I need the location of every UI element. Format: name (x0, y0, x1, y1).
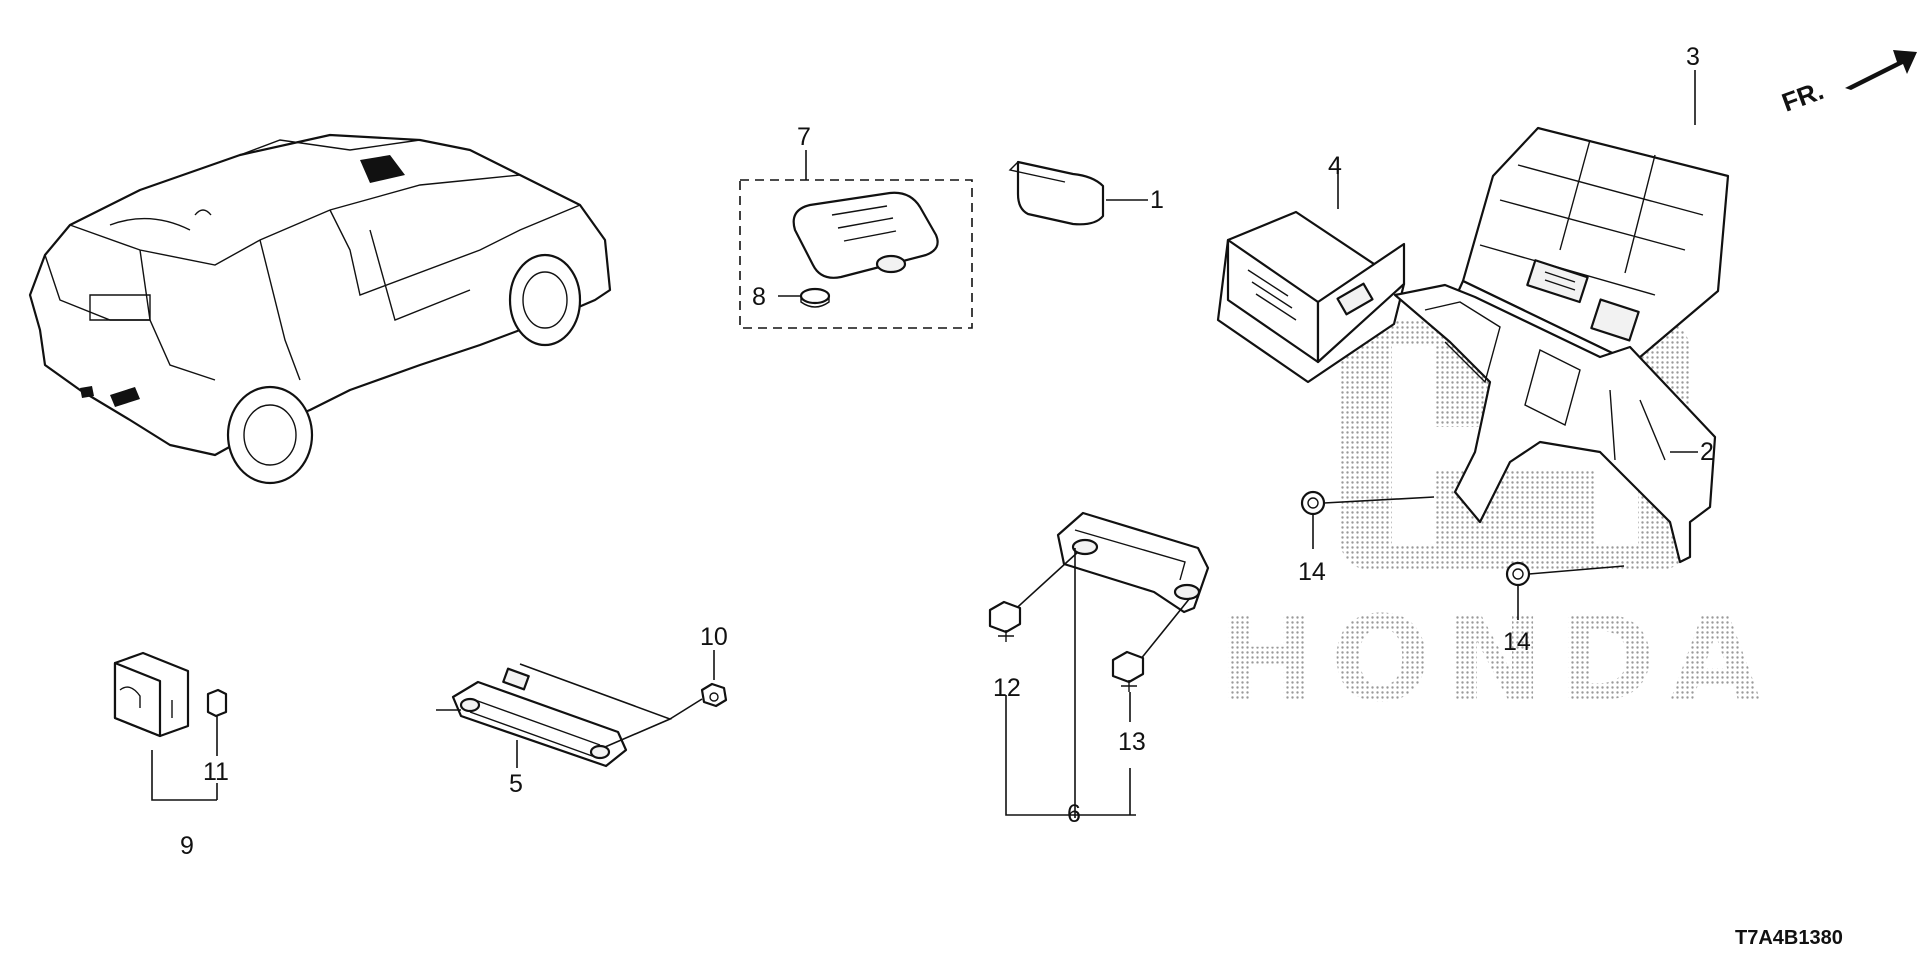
vehicle-illustration (28, 133, 612, 485)
callout-7: 7 (797, 123, 811, 151)
callout-11: 11 (203, 758, 229, 786)
keyless-remote-group (739, 150, 973, 329)
clip-12 (988, 600, 1136, 816)
mounting-bracket (1393, 283, 1717, 564)
front-direction-indicator: FR. (1778, 50, 1917, 118)
callout-14-left: 14 (1298, 558, 1326, 586)
relay-clip (206, 688, 228, 800)
honda-wordmark: HONDA (1218, 590, 1775, 728)
flange-bolt-left (1300, 490, 1435, 549)
keyless-remote-fob (792, 191, 939, 279)
hex-nut (669, 650, 728, 720)
callout-6: 6 (1067, 800, 1081, 828)
callout-1: 1 (1150, 186, 1164, 214)
relay-unit (113, 651, 217, 801)
callout-14-right: 14 (1503, 628, 1531, 656)
callout-9: 9 (180, 832, 194, 860)
callout-8: 8 (752, 283, 766, 311)
antenna-bar (436, 663, 673, 768)
front-label: FR. (1778, 75, 1828, 118)
callout-12: 12 (993, 674, 1021, 702)
callout-10: 10 (700, 623, 728, 651)
callout-3: 3 (1686, 43, 1700, 71)
clip-13 (1111, 650, 1145, 815)
diagram-code: T7A4B1380 (1735, 927, 1843, 949)
group-7-box (739, 179, 973, 329)
callout-4: 4 (1328, 152, 1342, 180)
remote-battery (799, 287, 831, 308)
callout-labels: 1 2 3 4 5 6 7 8 9 10 11 12 13 14 14 (180, 43, 1714, 860)
callout-13: 13 (1118, 728, 1146, 756)
callout-5: 5 (509, 770, 523, 798)
control-unit (1216, 157, 1406, 384)
callout-2: 2 (1700, 438, 1714, 466)
front-arrow-icon (1845, 50, 1917, 90)
antenna-assembly (1009, 511, 1210, 818)
flange-bolt-right (1505, 561, 1625, 620)
key-blade (1008, 160, 1148, 226)
